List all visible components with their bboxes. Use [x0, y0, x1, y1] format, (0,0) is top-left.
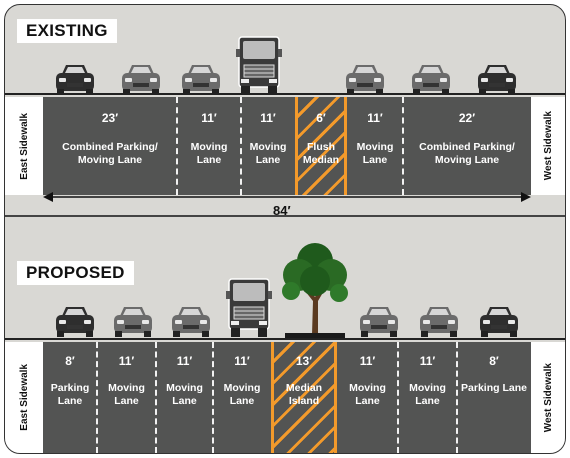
existing-east-sidewalk: East Sidewalk [5, 97, 43, 195]
lane-width: 11′ [260, 111, 276, 125]
car-icon [111, 305, 155, 342]
car-icon [417, 305, 461, 342]
lane-label: Moving Lane [409, 382, 446, 407]
car-icon [409, 63, 453, 100]
pr-lanes-lane-divider [397, 342, 399, 453]
ex-lanes-lane: 22′ Combined Parking/ Moving Lane [403, 97, 531, 195]
existing-total-width: 84′ [273, 203, 291, 218]
lane-label: Median Island [285, 382, 323, 407]
lane-width: 8′ [65, 354, 75, 368]
lane-width: 11′ [367, 111, 383, 125]
car-icon [343, 63, 387, 100]
pr-lanes-lane: 11′ Moving Lane [398, 342, 457, 453]
proposed-road: East Sidewalk West Sidewalk 8′ Parking La… [5, 342, 565, 453]
pr-lanes-lane: 8′ Parking Lane [457, 342, 531, 453]
ex-lanes-lane: 23′ Combined Parking/ Moving Lane [43, 97, 177, 195]
lane-label: Moving Lane [108, 382, 145, 407]
lane-label: Parking Lane [461, 382, 527, 394]
lane-label: Moving Lane [190, 141, 228, 166]
lane-width: 23′ [101, 111, 119, 125]
lane-label: Combined Parking/ Moving Lane [62, 141, 158, 166]
existing-road: East Sidewalk West Sidewalk 23′ Combined … [5, 97, 565, 195]
lane-width: 8′ [489, 354, 499, 368]
truck-icon [226, 277, 272, 342]
car-icon [179, 63, 223, 100]
car-icon [169, 305, 213, 342]
car-icon [119, 63, 163, 100]
proposed-east-sidewalk: East Sidewalk [5, 342, 43, 453]
existing-dimension-line [43, 192, 531, 202]
existing-west-sidewalk: West Sidewalk [531, 97, 565, 195]
lane-width: 11′ [118, 354, 135, 368]
lane-label: Moving Lane [349, 382, 386, 407]
lane-width: 11′ [176, 354, 193, 368]
pr-lanes-lane-divider [456, 342, 458, 453]
lane-label: Parking Lane [50, 382, 90, 407]
proposed-title: PROPOSED [17, 261, 134, 285]
existing-curb [5, 93, 565, 95]
proposed-west-sidewalk: West Sidewalk [531, 342, 565, 453]
car-icon [357, 305, 401, 342]
lane-label: Combined Parking/ Moving Lane [419, 141, 515, 166]
ex-lanes-lane: 11′ Moving Lane [241, 97, 295, 195]
truck-icon [236, 35, 282, 100]
pr-lanes-lane-divider [96, 342, 98, 453]
ex-lanes-lane-divider [176, 97, 178, 195]
ex-lanes-lane: 6′ Flush Median [295, 97, 347, 195]
ex-lanes-lane: 11′ Moving Lane [347, 97, 403, 195]
proposed-curb [5, 338, 565, 340]
lane-label: Moving Lane [356, 141, 394, 166]
lane-width: 11′ [201, 111, 217, 125]
pr-lanes-lane: 11′ Moving Lane [97, 342, 156, 453]
ex-lanes-lane-divider [402, 97, 404, 195]
diagram-frame: EXISTING [4, 4, 566, 454]
lane-width: 13′ [295, 354, 313, 368]
lane-label: Flush Median [302, 141, 340, 166]
pr-lanes-lane-divider [212, 342, 214, 453]
ex-lanes-lane-divider [240, 97, 242, 195]
lane-label: Moving Lane [166, 382, 203, 407]
pr-lanes-lane: 11′ Moving Lane [213, 342, 271, 453]
existing-title: EXISTING [17, 19, 117, 43]
pr-lanes-lane-divider [155, 342, 157, 453]
pr-lanes-lane: 11′ Moving Lane [156, 342, 213, 453]
lane-width: 6′ [316, 111, 326, 125]
pr-lanes-lane: 13′ Median Island [271, 342, 337, 453]
tree-icon [279, 235, 351, 344]
pr-lanes-median-hatch [271, 342, 337, 453]
car-icon [53, 305, 97, 342]
pr-lanes-lane: 8′ Parking Lane [43, 342, 97, 453]
car-icon [53, 63, 97, 100]
lane-width: 11′ [419, 354, 436, 368]
lane-width: 22′ [458, 111, 476, 125]
lane-label: Moving Lane [249, 141, 287, 166]
lane-width: 11′ [234, 354, 250, 368]
car-icon [475, 63, 519, 100]
lane-label: Moving Lane [223, 382, 261, 407]
section-divider [5, 215, 565, 217]
pr-lanes-lane: 11′ Moving Lane [337, 342, 398, 453]
lane-width: 11′ [359, 354, 376, 368]
ex-lanes-lane: 11′ Moving Lane [177, 97, 241, 195]
car-icon [477, 305, 521, 342]
ex-lanes-median-hatch [295, 97, 347, 195]
